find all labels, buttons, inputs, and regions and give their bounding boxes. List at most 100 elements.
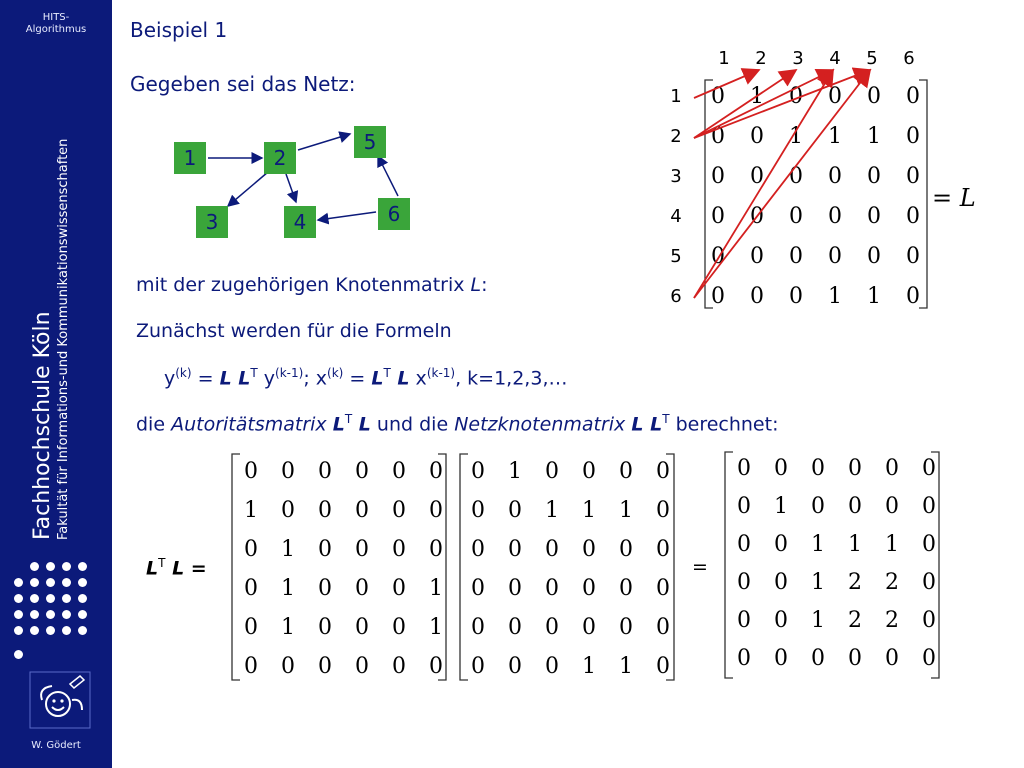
formula-T1: T [250,366,258,380]
matrix-cell: 0 [922,608,936,633]
matrix-cell: 0 [906,204,920,229]
formula-eq1: = [191,367,220,390]
matrix-cell: 0 [828,164,842,189]
matrix-cell: 2 [885,570,899,595]
matrix-cell: 0 [774,456,788,481]
matrix-cell: 0 [867,164,881,189]
logo-dot [14,610,23,619]
matrix-cell: 0 [828,204,842,229]
matrix-cell: 0 [355,459,369,484]
matrix-cell: 0 [922,456,936,481]
matrix-cell: 0 [471,498,485,523]
matrix-cell: 0 [737,494,751,519]
logo-dot [14,650,23,659]
formula-line: y(k) = L LT y(k-1); x(k) = LT L x(k-1), … [164,366,567,389]
result-hub: Netzknotenmatrix [454,413,632,436]
matrix-cell: 0 [656,537,670,562]
matrix-cell: 0 [318,537,332,562]
logo-dot [78,578,87,587]
sidebar: HITS- Algorithmus Fachhochschule Köln Fa… [0,0,112,768]
matrix-cell: 0 [392,576,406,601]
course-title-line2: Algorithmus [25,24,87,35]
matrix-cell: 2 [885,608,899,633]
matrix-intro-label: mit der zugehörigen Knotenmatrix [136,274,471,296]
matrix-cell: 0 [619,615,633,640]
matrix-colon: : [481,274,488,296]
edge-2-5 [297,131,352,151]
matrix-cell: 0 [885,494,899,519]
logo-dot [46,578,55,587]
intro-text: Gegeben sei das Netz: [130,72,356,96]
matrix-cell: 0 [244,459,258,484]
matrix-cell: 0 [545,576,559,601]
matrix-cell: 0 [656,654,670,679]
matrix-cell: 0 [906,244,920,269]
lhs-L2: L = [165,557,207,580]
lhs-L: L [146,557,159,580]
matrix-cell: 1 [789,124,803,149]
logo-dot [14,578,23,587]
matrix-cell: 0 [582,576,596,601]
link-arrow [693,68,872,299]
link-arrow [693,68,761,99]
matrix-cell: 0 [619,537,633,562]
graph-node-5: 5 [354,126,386,158]
matrix-cell: 0 [711,84,725,109]
logo-dot [62,610,71,619]
matrix-cell: 0 [885,646,899,671]
matrix-cell: 0 [906,124,920,149]
matrix-cell: 0 [545,537,559,562]
matrix-cell: 0 [656,459,670,484]
matrix-cell: 1 [582,654,596,679]
matrix-cell: 0 [355,615,369,640]
matrix-cell: 0 [828,244,842,269]
graph-node-4: 4 [284,206,316,238]
matrix-cell: 0 [711,284,725,309]
formula-y-sup: (k) [175,366,192,380]
edge-6-5 [377,154,399,197]
matrix-cell: 1 [828,284,842,309]
matrix-cell: 0 [848,646,862,671]
logo-dot [30,626,39,635]
matrix-cell: 0 [244,654,258,679]
matrix-cell: 0 [392,615,406,640]
matrix-cell: 0 [508,576,522,601]
matrix-cell: 0 [656,615,670,640]
matrix-cell: 0 [737,456,751,481]
result-LT: L [332,413,345,436]
slide-title: Beispiel 1 [130,18,228,42]
matrix-cell: 0 [789,244,803,269]
matrix-cell: 0 [774,570,788,595]
link-arrow [693,69,835,139]
matrix-cell: 0 [774,608,788,633]
logo-dot [78,562,87,571]
result-T2: T [662,412,670,426]
matrix-cell: 0 [774,646,788,671]
matrix-symbol: L [470,274,482,296]
formula-L3: L [390,367,410,390]
link-arrow [693,67,872,139]
matrix-cell: 0 [508,537,522,562]
matrix-cell: 0 [789,284,803,309]
matrix-col-label: 1 [718,48,730,69]
formula-x-sup: (k) [327,366,344,380]
matrix-cell: 0 [471,615,485,640]
logo-dot [78,626,87,635]
matrix-cell: 0 [789,84,803,109]
logo-dot [14,594,23,603]
matrix-cell: 0 [244,537,258,562]
matrix-cell: 0 [867,84,881,109]
logo-dot [30,578,39,587]
matrix-cell: 0 [429,537,443,562]
matrix-cell: 0 [392,498,406,523]
matrix-cell: 0 [508,498,522,523]
matrix-cell: 0 [906,284,920,309]
matrix-cell: 1 [811,570,825,595]
matrix-cell: 0 [318,498,332,523]
formula-x-rhs: x [409,367,427,390]
matrix-row-label: 6 [670,286,682,307]
link-arrow [693,68,834,299]
matrix-cell: 0 [848,456,862,481]
matrix-cell: 1 [508,459,522,484]
